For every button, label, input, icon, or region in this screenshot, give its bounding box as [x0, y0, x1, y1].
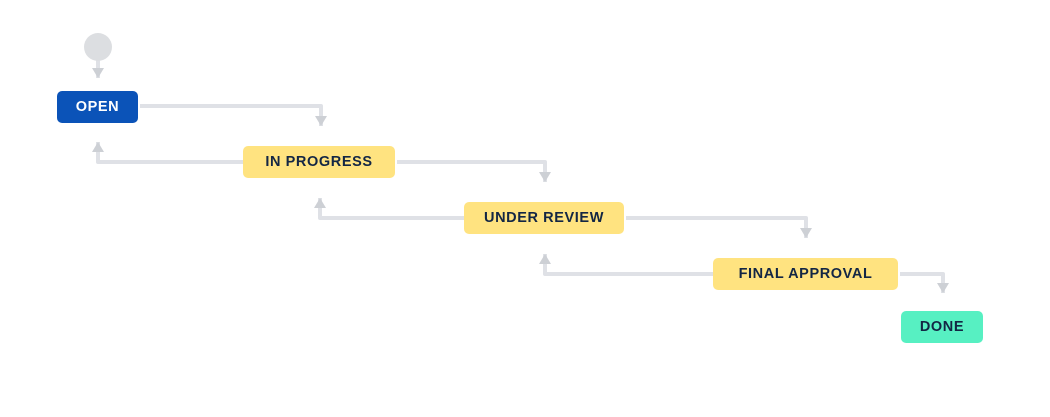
status-node-final-approval[interactable]: FINAL APPROVAL — [713, 258, 898, 290]
status-node-in-progress-label: IN PROGRESS — [265, 153, 373, 170]
connector-in-progress-to-under-review — [397, 160, 551, 182]
connector-in-progress-to-open — [92, 142, 243, 164]
status-node-done[interactable]: DONE — [901, 311, 983, 343]
connector-under-review-to-final-approval — [626, 216, 812, 238]
connector-open-to-in-progress — [140, 104, 327, 126]
status-node-final-approval-label: FINAL APPROVAL — [738, 265, 873, 282]
status-node-under-review-label: UNDER REVIEW — [484, 209, 604, 226]
start-node-circle-icon — [84, 33, 112, 61]
connector-final-approval-to-done — [900, 272, 949, 293]
status-node-open[interactable]: OPEN — [57, 91, 138, 123]
connector-final-approval-to-under-review — [539, 254, 713, 276]
status-node-in-progress[interactable]: IN PROGRESS — [243, 146, 395, 178]
status-node-done-label: DONE — [919, 318, 965, 335]
status-node-open-label: OPEN — [75, 98, 120, 115]
status-node-under-review[interactable]: UNDER REVIEW — [464, 202, 624, 234]
connector-under-review-to-in-progress — [314, 198, 464, 220]
